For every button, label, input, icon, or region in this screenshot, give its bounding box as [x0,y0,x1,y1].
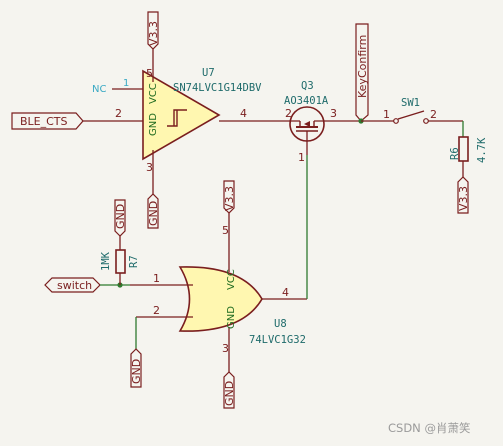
u7-v33-text: V3.3 [147,21,160,46]
u7-pin-1: 1 [123,78,129,89]
u8-gnd-power-label[interactable] [223,371,235,409]
r7-gnd-text: GND [114,204,127,229]
u8-pin-4: 4 [282,286,289,299]
u7-value: SN74LVC1G14DBV [173,82,262,94]
q3-pin-1: 1 [298,151,305,164]
r6-value: 4.7K [476,137,488,163]
sw1-pin-2: 2 [430,108,437,121]
u7-pin-3: 3 [146,161,153,174]
u8-v33-power-label[interactable] [223,180,235,214]
q3-value: AO3401A [284,95,329,107]
u8-value: 74LVC1G32 [249,334,306,346]
u7-pin-2: 2 [115,107,122,120]
switch-text: switch [57,279,92,292]
u7-vcc-label: VCC [148,83,159,104]
u7-nc-label: NC [92,84,106,95]
u7-v33-power-label[interactable] [147,11,159,50]
ble-cts-text: BLE_CTS [20,115,68,128]
u7-buffer-symbol[interactable] [83,49,281,194]
u8-ref: U8 [274,318,287,330]
u8-pin-5: 5 [222,224,229,237]
u8-gnd-text: GND [223,381,236,406]
q3-pin-2: 2 [285,107,292,120]
u7-pin-5: 5 [146,67,153,80]
u8-gnd-label: GND [226,306,237,329]
r6-v33-text: V3.3 [457,186,470,211]
sw1-pin-1: 1 [383,108,390,121]
r7-value: 1MK [100,251,112,271]
u8-pin-3: 3 [222,342,229,355]
u7-gnd-text: GND [147,201,160,226]
sw1-switch-symbol[interactable] [361,110,463,124]
u7-pin-4: 4 [240,107,247,120]
u8-vcc-label: VCC [226,269,237,290]
r6-resistor-symbol[interactable] [458,136,469,177]
u7-gnd-label: GND [148,113,159,136]
q3-mosfet-symbol[interactable] [281,106,361,155]
u8-pin2-gnd-text: GND [130,359,143,384]
u8-pin-1: 1 [153,272,160,285]
watermark: CSDN @肖萧笑 [388,421,470,435]
r7-ref: R7 [128,255,140,268]
r6-ref: R6 [449,147,461,160]
r6-v33-power-label[interactable] [457,176,469,214]
u7-gnd-power-label[interactable] [147,193,159,229]
u8-v33-text: V3.3 [223,186,236,211]
r7-gnd-power-label[interactable] [114,199,126,237]
r7-resistor-symbol[interactable] [115,236,126,285]
keyconfirm-text: KeyConfirm [356,35,369,98]
sw1-ref: SW1 [401,97,420,109]
ble-cts-net-label[interactable] [11,112,84,130]
u8-pin2-gnd-power-label[interactable] [130,348,142,388]
q3-pin-3: 3 [330,107,337,120]
keyconfirm-net-label[interactable] [355,23,369,122]
u8-or-gate-symbol[interactable] [130,213,307,372]
u7-ref: U7 [202,67,215,79]
u8-pin-2: 2 [153,304,160,317]
switch-net-label[interactable] [44,277,101,293]
q3-ref: Q3 [301,80,314,92]
